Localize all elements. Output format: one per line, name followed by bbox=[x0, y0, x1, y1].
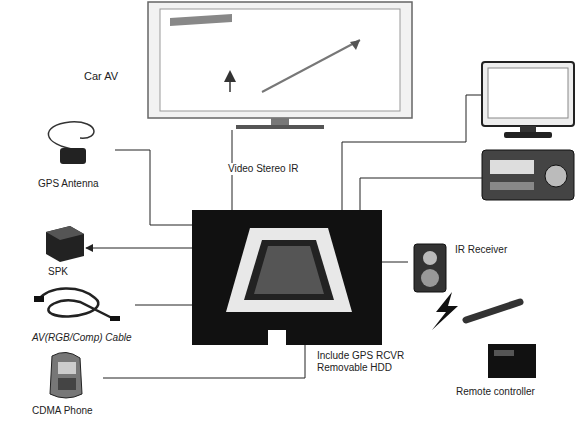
remote-handset bbox=[466, 302, 520, 320]
speaker-body bbox=[46, 226, 84, 262]
monitor-screen bbox=[160, 9, 400, 111]
unit-screen-frame bbox=[226, 228, 352, 312]
stereo-knob bbox=[545, 165, 567, 187]
stereo-display bbox=[490, 160, 534, 174]
device-label: Include GPS RCVR Removable HDD bbox=[317, 350, 417, 374]
map-bar bbox=[170, 14, 232, 26]
unit-screen-glass bbox=[254, 246, 324, 294]
antenna-cable bbox=[48, 122, 94, 150]
connector-line bbox=[135, 305, 192, 306]
connector-line bbox=[103, 345, 305, 378]
av-cable-icon bbox=[34, 288, 120, 321]
display-monitor bbox=[482, 62, 574, 138]
wireless-bolt bbox=[432, 292, 458, 330]
device-label-box: SPK bbox=[36, 222, 86, 280]
connector-line bbox=[86, 248, 192, 249]
wire bbox=[360, 178, 482, 210]
wire bbox=[342, 95, 482, 210]
gps-antenna-icon bbox=[48, 122, 94, 164]
device-label: CDMA Phone bbox=[32, 405, 93, 417]
device-label: IR Receiver bbox=[455, 244, 507, 256]
monitor-base bbox=[236, 125, 324, 129]
remote-icon bbox=[466, 302, 536, 378]
device-label: AV(RGB/Comp) Cable bbox=[32, 332, 131, 344]
cable-plug bbox=[110, 316, 120, 321]
phone-body bbox=[50, 352, 82, 398]
device-label-box: Car AV bbox=[80, 2, 420, 130]
device-label-box: GPS Antenna bbox=[30, 108, 115, 192]
map-marker bbox=[224, 70, 236, 82]
navigation-unit-box: Include GPS RCVR Removable HDD bbox=[192, 210, 382, 345]
phone-icon bbox=[50, 352, 82, 398]
device-label-box: IR Receiver bbox=[408, 238, 533, 296]
receiver-eye bbox=[423, 251, 437, 265]
monitor-stand bbox=[520, 126, 536, 132]
connector-line bbox=[115, 150, 192, 225]
monitor-frame bbox=[148, 2, 412, 118]
device-label-box: CDMA Phone bbox=[28, 350, 103, 420]
remote-unit bbox=[488, 344, 536, 378]
device-label-box: Remote controller bbox=[448, 298, 558, 402]
map-arrow bbox=[350, 40, 360, 50]
device-label-box: AV(RGB/Comp) Cable bbox=[28, 282, 135, 346]
antenna-puck bbox=[60, 148, 86, 164]
phone-screen bbox=[58, 362, 76, 374]
device-label: Car AV bbox=[84, 70, 118, 83]
cable-coil bbox=[38, 288, 112, 318]
device-label: GPS Antenna bbox=[38, 178, 99, 190]
stereo-buttons bbox=[490, 182, 534, 190]
monitor-screen bbox=[488, 68, 568, 118]
map-marker-stem bbox=[229, 82, 231, 92]
car-stereo bbox=[482, 150, 574, 200]
monitor-frame bbox=[482, 62, 574, 126]
unit-screen bbox=[244, 240, 334, 300]
ir-receiver-icon bbox=[414, 244, 446, 292]
remote-panel bbox=[494, 350, 514, 356]
speaker-top bbox=[46, 226, 84, 240]
cable-plug bbox=[34, 296, 44, 302]
stereo-body bbox=[482, 150, 574, 200]
monitor-base bbox=[504, 132, 552, 138]
monitor-stand bbox=[271, 118, 289, 126]
connector-line bbox=[382, 262, 408, 263]
speaker-icon bbox=[46, 226, 84, 262]
receiver-cone bbox=[421, 269, 439, 287]
receiver-body bbox=[414, 244, 446, 292]
device-label: SPK bbox=[48, 266, 68, 278]
phone-keypad bbox=[58, 378, 76, 390]
unit-body bbox=[192, 210, 382, 345]
hdd-slot bbox=[268, 330, 286, 345]
navigation-unit bbox=[192, 210, 382, 345]
map-route bbox=[262, 40, 360, 92]
signal-label: Video Stereo IR bbox=[226, 163, 300, 175]
car-av-monitor bbox=[148, 2, 412, 129]
device-label: Remote controller bbox=[456, 386, 535, 398]
